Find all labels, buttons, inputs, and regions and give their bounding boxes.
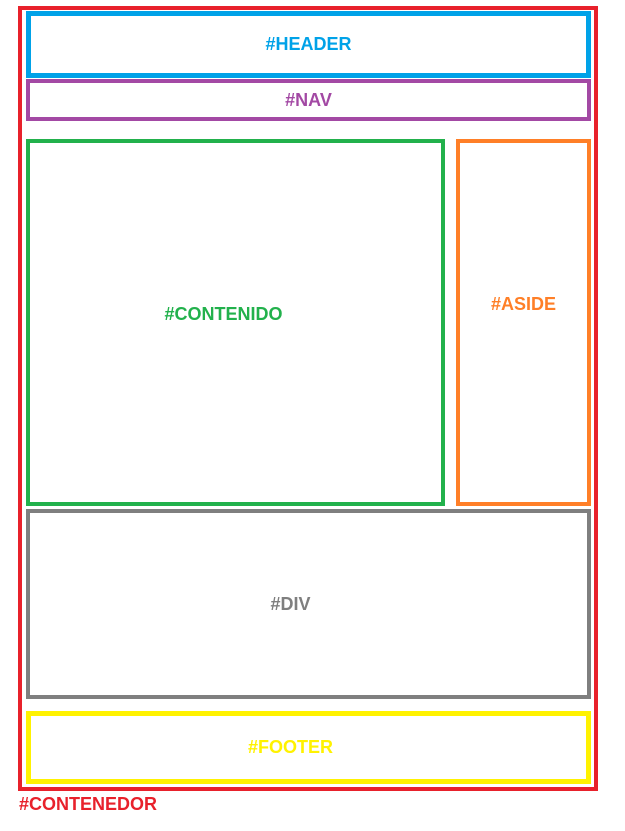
header-box: #HEADER [26,11,591,78]
footer-label: #FOOTER [247,737,333,757]
div-label: #DIV [270,593,311,614]
aside-box: #ASIDE [456,139,591,506]
contenedor-label: #CONTENEDOR [19,794,158,814]
contenedor-box [18,6,598,791]
nav-box: #NAV [26,79,591,121]
footer-box: #FOOTER [26,711,591,784]
contenido-box: #CONTENIDO [26,139,445,506]
nav-label: #NAV [285,89,332,110]
header-label: #HEADER [265,34,352,54]
contenido-label: #CONTENIDO [164,304,283,324]
div-box: #DIV [26,509,591,699]
aside-label: #ASIDE [490,294,557,314]
